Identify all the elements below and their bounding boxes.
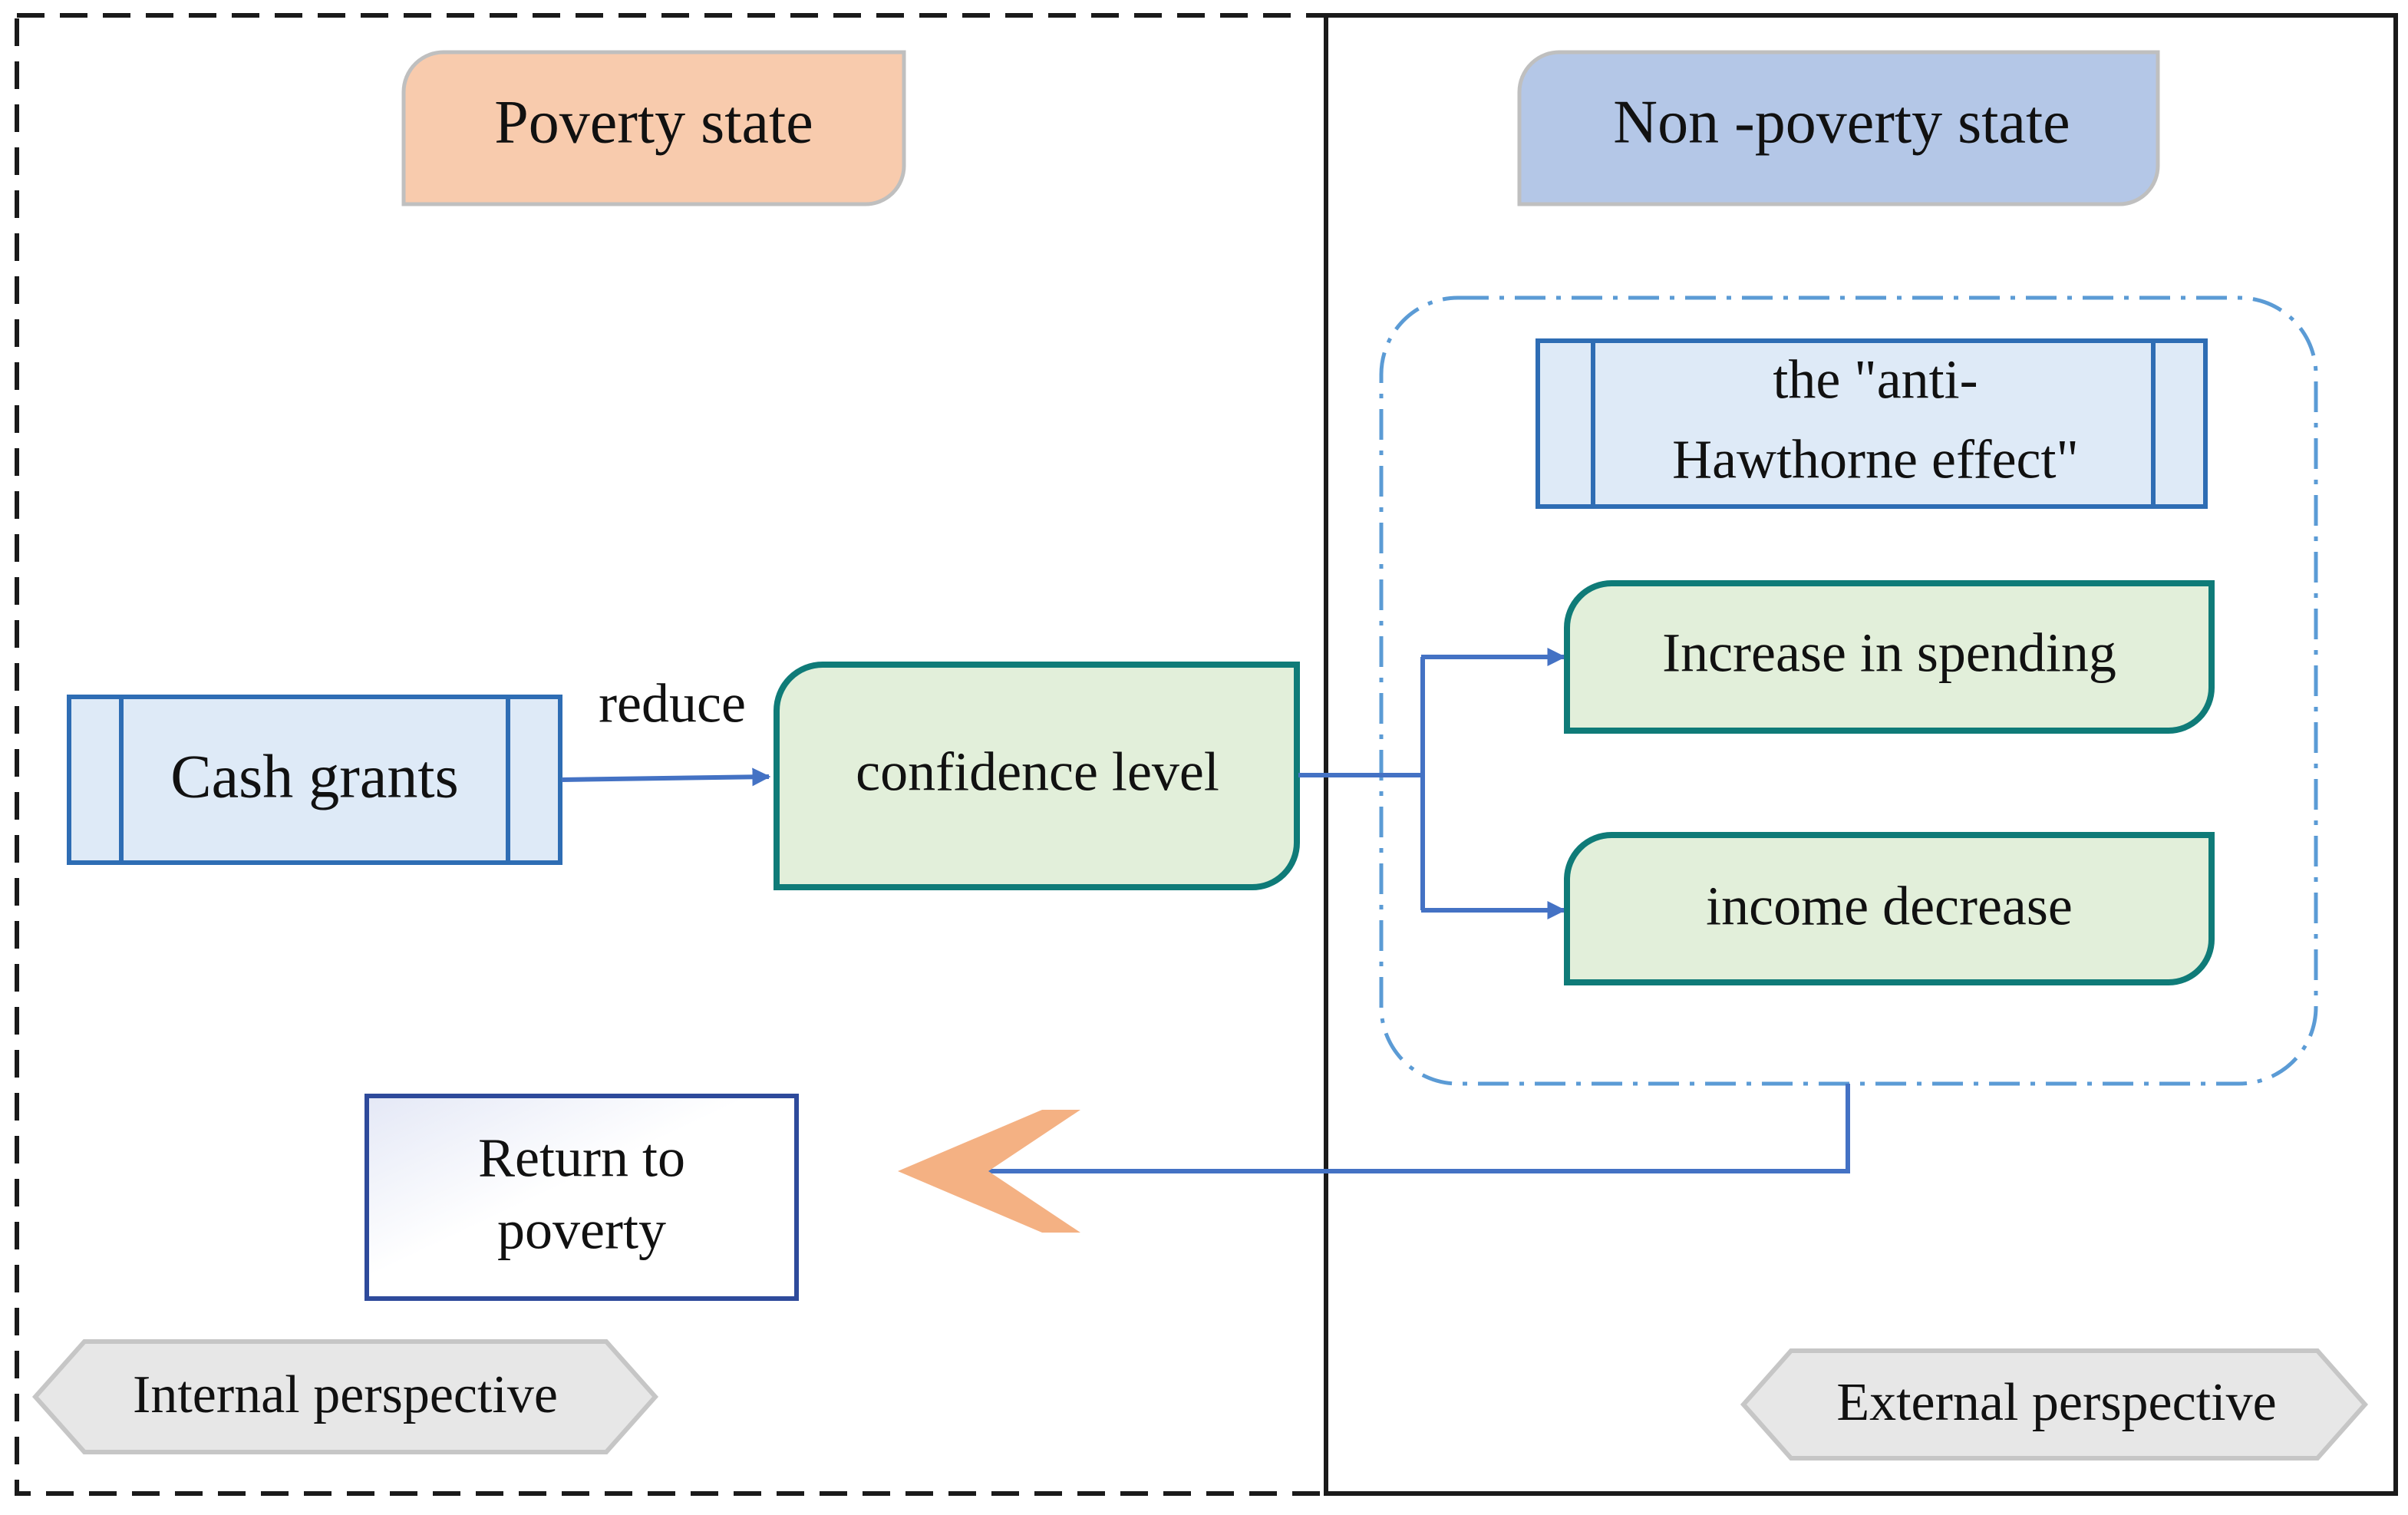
- return-to-poverty-line1: Return to: [478, 1127, 685, 1189]
- return-to-poverty-line2: poverty: [497, 1200, 666, 1261]
- internal-panel-border: [15, 13, 1328, 1496]
- reduce-arrow: [561, 767, 771, 787]
- return-chevron-icon: [898, 1110, 1080, 1233]
- poverty-state-label: Poverty state: [494, 88, 813, 156]
- increase-in-spending-node: Increase in spending: [1564, 580, 2215, 734]
- external-perspective-label: External perspective: [1836, 1373, 2276, 1432]
- increase-in-spending-label: Increase in spending: [1662, 622, 2116, 684]
- income-decrease-label: income decrease: [1706, 876, 2073, 937]
- external-perspective-tag: External perspective: [1740, 1348, 2369, 1461]
- return-connector: [988, 1084, 1850, 1173]
- internal-perspective-tag: Internal perspective: [31, 1339, 659, 1454]
- return-to-poverty-node: Return to poverty: [364, 1094, 799, 1301]
- non-poverty-state-header: Non -poverty state: [1517, 50, 2160, 206]
- non-poverty-state-label: Non -poverty state: [1613, 88, 2070, 156]
- anti-hawthorne-effect-node: the "anti- Hawthorne effect": [1536, 338, 2208, 509]
- internal-perspective-label: Internal perspective: [133, 1365, 558, 1424]
- confidence-level-label: confidence level: [856, 741, 1219, 803]
- poverty-state-header: Poverty state: [401, 50, 906, 206]
- confidence-level-node: confidence level: [774, 662, 1300, 890]
- anti-hawthorne-label-line2: Hawthorne effect": [1672, 429, 2079, 490]
- reduce-label: reduce: [599, 673, 746, 734]
- cash-grants-label: Cash grants: [170, 743, 459, 810]
- anti-hawthorne-label-line1: the "anti-: [1773, 349, 1978, 411]
- income-decrease-node: income decrease: [1564, 832, 2215, 985]
- external-panel-border: [1324, 13, 2398, 1496]
- cash-grants-node: Cash grants: [67, 695, 562, 865]
